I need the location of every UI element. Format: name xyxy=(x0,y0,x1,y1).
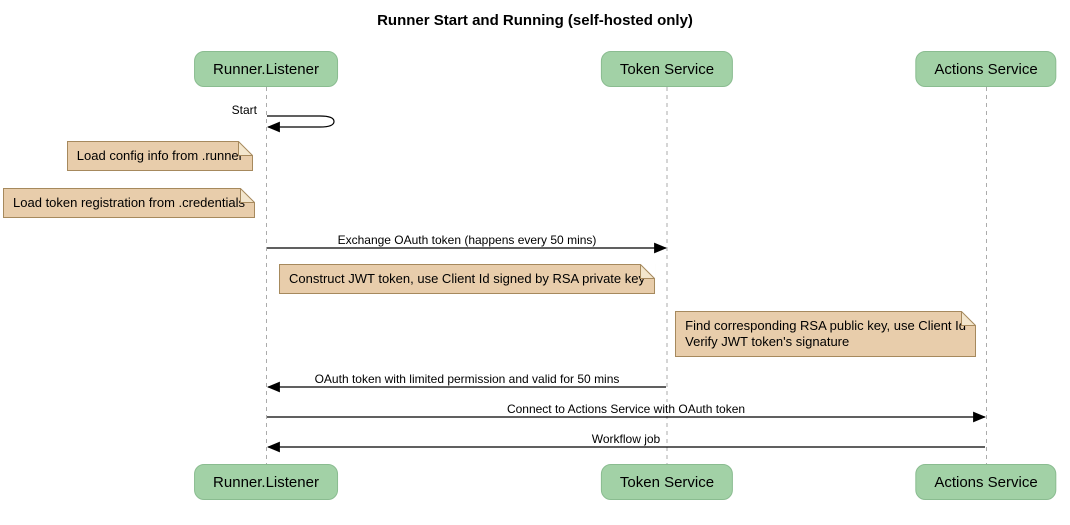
note-construct-jwt: Construct JWT token, use Client Id signe… xyxy=(279,264,655,294)
note-fold-icon xyxy=(240,188,255,203)
note-verify-jwt-line2: Verify JWT token's signature xyxy=(685,334,850,349)
participant-actions-service-top: Actions Service xyxy=(915,51,1057,87)
note-load-credentials-text: Load token registration from .credential… xyxy=(13,195,245,210)
note-fold-icon xyxy=(961,311,976,326)
message-label-exchange-oauth: Exchange OAuth token (happens every 50 m… xyxy=(334,233,600,247)
participant-runner-listener-top: Runner.Listener xyxy=(194,51,338,87)
participant-token-service-top: Token Service xyxy=(600,51,734,87)
note-fold-icon xyxy=(238,141,253,156)
message-label-start: Start xyxy=(228,103,260,117)
message-label-connect-actions: Connect to Actions Service with OAuth to… xyxy=(503,402,749,416)
note-verify-jwt-line1: Find corresponding RSA public key, use C… xyxy=(685,318,966,333)
message-label-workflow-job: Workflow job xyxy=(588,432,664,446)
message-label-oauth-return: OAuth token with limited permission and … xyxy=(311,372,623,386)
note-construct-jwt-text: Construct JWT token, use Client Id signe… xyxy=(289,271,645,286)
note-fold-icon xyxy=(639,264,655,279)
participant-runner-listener-bottom: Runner.Listener xyxy=(194,464,338,500)
self-message-start-arrow xyxy=(266,115,335,133)
note-load-config: Load config info from .runner xyxy=(66,141,253,171)
note-load-config-text: Load config info from .runner xyxy=(76,148,243,163)
diagram-title: Runner Start and Running (self-hosted on… xyxy=(377,12,693,29)
note-load-credentials: Load token registration from .credential… xyxy=(3,188,255,218)
participant-token-service-bottom: Token Service xyxy=(600,464,734,500)
note-verify-jwt: Find corresponding RSA public key, use C… xyxy=(675,311,976,357)
participant-actions-service-bottom: Actions Service xyxy=(915,464,1057,500)
